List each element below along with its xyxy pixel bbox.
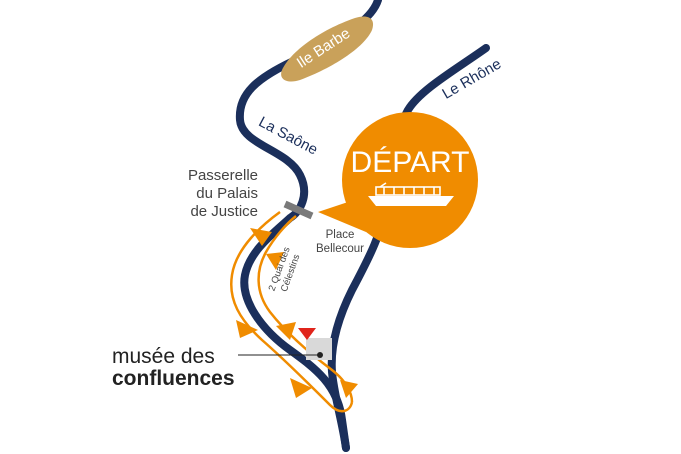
boat-icon (368, 182, 454, 206)
passerelle-bridge (283, 200, 314, 220)
route-arrow-1 (250, 228, 272, 246)
saone-label: La Saône (256, 113, 321, 158)
bellecour-label-line1: Place (326, 229, 355, 241)
route-outer (230, 210, 354, 413)
route-inner (257, 215, 354, 403)
route-arrow-4 (340, 380, 358, 398)
passerelle-label-line1: Passerelle (188, 167, 258, 184)
route-arrow-2 (236, 320, 258, 338)
museum-flag-icon (298, 328, 316, 340)
route-arrow-6 (266, 252, 284, 270)
museum-dot (317, 352, 323, 358)
route-arrow-3 (290, 378, 312, 398)
bellecour-label-line2: Bellecour (316, 243, 364, 255)
museum-name-line2: confluences (112, 367, 235, 390)
route-arrow-5 (276, 322, 296, 340)
museum-name-line1: musée des (112, 345, 215, 368)
ile-barbe-island (281, 16, 374, 82)
departure-label: DÉPART (351, 146, 470, 179)
passerelle-label-line2: du Palais (196, 185, 258, 202)
departure-bubble (342, 112, 478, 248)
passerelle-label-line3: de Justice (190, 203, 258, 220)
